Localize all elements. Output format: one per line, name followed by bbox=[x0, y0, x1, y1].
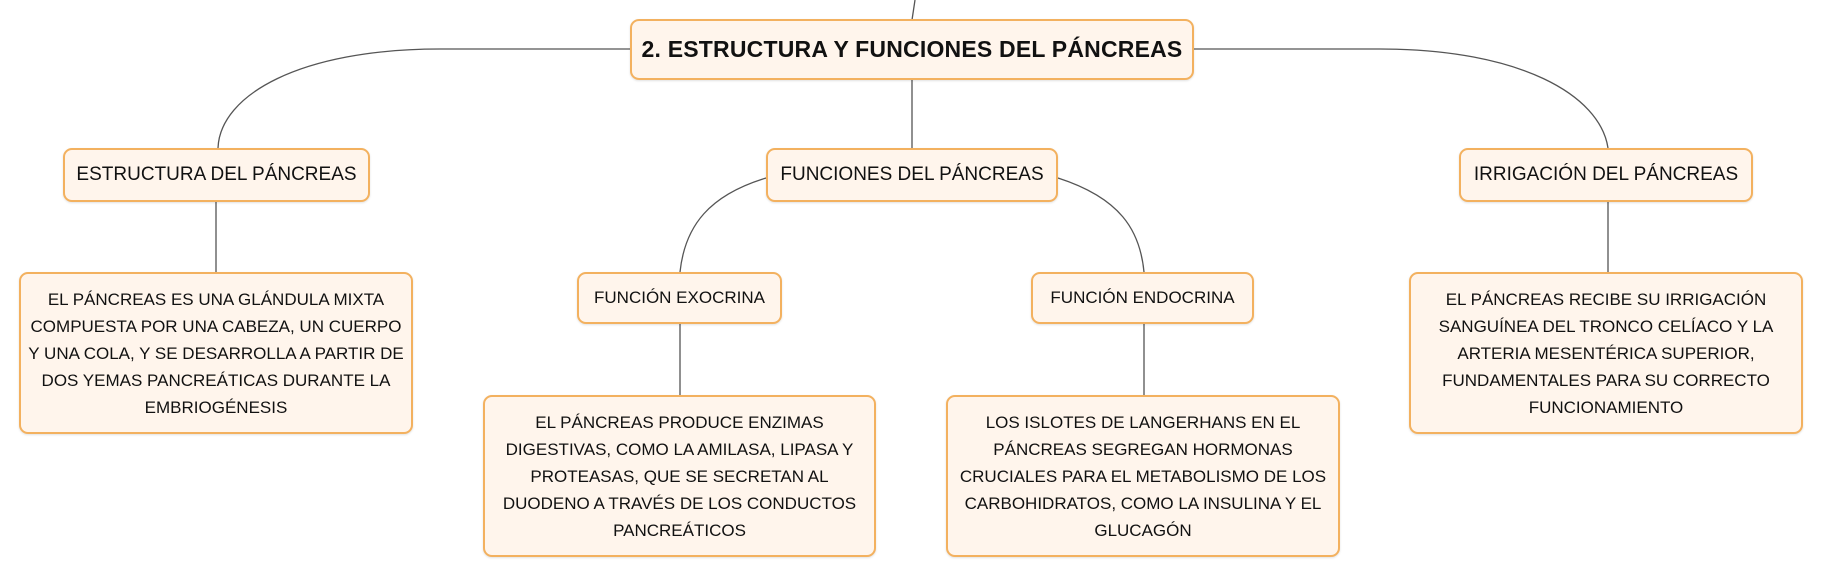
endocrina-detail-node[interactable]: LOS ISLOTES DE LANGERHANS EN EL PÁNCREAS… bbox=[946, 395, 1340, 557]
connector-funciones-to-exocrina bbox=[679, 177, 767, 273]
endocrina-label: FUNCIÓN ENDOCRINA bbox=[1050, 288, 1235, 307]
root-topic-node[interactable]: 2. ESTRUCTURA Y FUNCIONES DEL PÁNCREAS bbox=[630, 19, 1194, 80]
irrigacion-label: IRRIGACIÓN DEL PÁNCREAS bbox=[1473, 164, 1739, 185]
exocrina-label: FUNCIÓN EXOCRINA bbox=[594, 288, 765, 307]
endocrina-node[interactable]: FUNCIÓN ENDOCRINA bbox=[1031, 272, 1254, 324]
connector-root-to-irrigacion bbox=[1194, 48, 1609, 149]
root-topic-label: 2. ESTRUCTURA Y FUNCIONES DEL PÁNCREAS bbox=[641, 36, 1183, 62]
endocrina-detail-text: LOS ISLOTES DE LANGERHANS EN EL PÁNCREAS… bbox=[959, 412, 1327, 540]
exocrina-detail-text: EL PÁNCREAS PRODUCE ENZIMAS DIGESTIVAS, … bbox=[502, 412, 857, 540]
irrigacion-node[interactable]: IRRIGACIÓN DEL PÁNCREAS bbox=[1459, 148, 1753, 202]
estructura-detail-text: EL PÁNCREAS ES UNA GLÁNDULA MIXTA COMPUE… bbox=[28, 289, 404, 417]
irrigacion-detail-node[interactable]: EL PÁNCREAS RECIBE SU IRRIGACIÓN SANGUÍN… bbox=[1409, 272, 1803, 434]
estructura-node[interactable]: ESTRUCTURA DEL PÁNCREAS bbox=[63, 148, 370, 202]
connector-root-to-estructura bbox=[217, 48, 630, 149]
estructura-detail-node[interactable]: EL PÁNCREAS ES UNA GLÁNDULA MIXTA COMPUE… bbox=[19, 272, 413, 434]
funciones-label: FUNCIONES DEL PÁNCREAS bbox=[780, 164, 1044, 185]
connector-funciones-to-endocrina bbox=[1057, 177, 1145, 273]
funciones-node[interactable]: FUNCIONES DEL PÁNCREAS bbox=[766, 148, 1058, 202]
estructura-label: ESTRUCTURA DEL PÁNCREAS bbox=[76, 164, 357, 185]
exocrina-detail-node[interactable]: EL PÁNCREAS PRODUCE ENZIMAS DIGESTIVAS, … bbox=[483, 395, 876, 557]
connector-parent-to-root bbox=[911, 0, 916, 21]
irrigacion-detail-text: EL PÁNCREAS RECIBE SU IRRIGACIÓN SANGUÍN… bbox=[1438, 289, 1774, 417]
exocrina-node[interactable]: FUNCIÓN EXOCRINA bbox=[577, 272, 782, 324]
